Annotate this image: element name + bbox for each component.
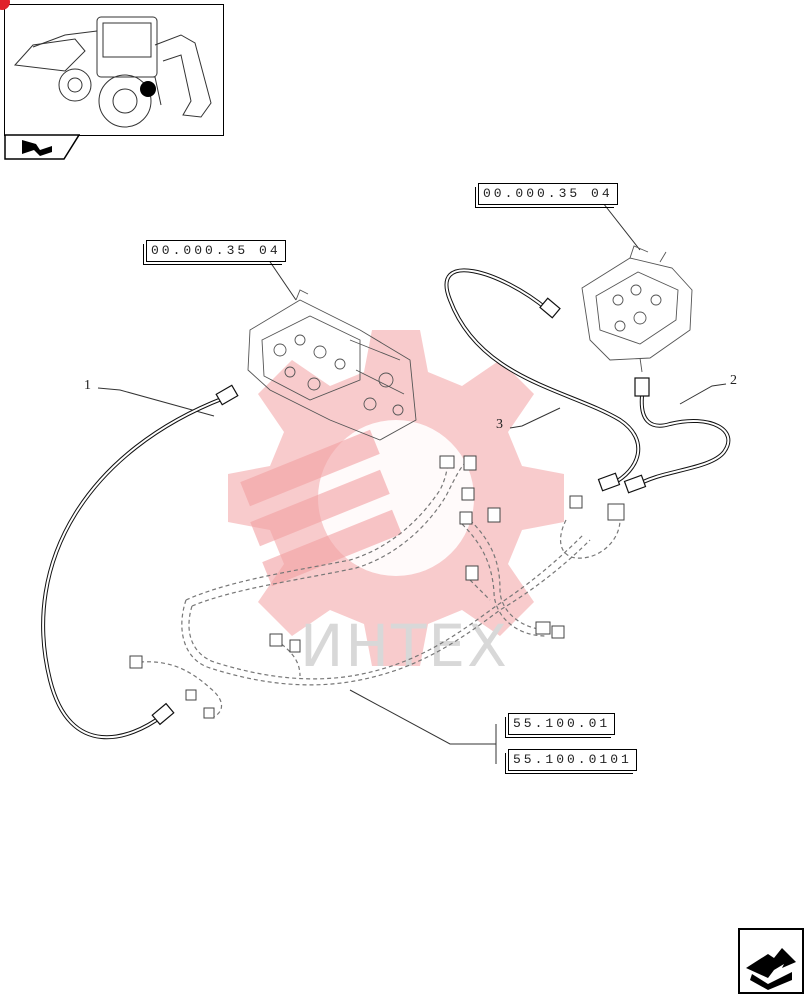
next-page-arrow-icon[interactable] <box>738 928 804 994</box>
valve-block-right <box>581 245 693 373</box>
hose-1-fitting-top <box>215 384 239 406</box>
corner-marker <box>0 0 10 10</box>
book-page-icon[interactable] <box>4 134 80 160</box>
hose-3 <box>444 268 641 486</box>
hose-3-fitting-bottom <box>597 472 621 492</box>
leader-item-2 <box>679 383 727 405</box>
callout-item-3: 3 <box>496 417 503 432</box>
hose-2-fitting-bottom <box>623 474 647 494</box>
ref-box-left[interactable]: 00.000.35 04 <box>143 240 286 265</box>
wiring-harness <box>139 455 621 719</box>
backhoe-loader-icon <box>13 16 212 128</box>
ref-box-bottom-1[interactable]: 55.100.01 <box>504 713 616 738</box>
hose-3-fitting-top <box>539 297 561 319</box>
leader-item-3 <box>509 407 561 429</box>
hose-1-fitting-bottom <box>151 702 175 726</box>
hose-2 <box>634 395 731 488</box>
leader-item-1 <box>97 387 215 417</box>
callout-item-1: 1 <box>84 378 91 393</box>
callout-item-2: 2 <box>730 373 737 388</box>
machine-thumbnail[interactable] <box>4 4 224 136</box>
valve-block-left <box>247 289 417 441</box>
leader-ref-bottom <box>349 689 496 745</box>
ref-box-bottom-2[interactable]: 55.100.0101 <box>505 749 637 774</box>
ref-box-right[interactable]: 00.000.35 04 <box>475 183 618 208</box>
harness-connectors <box>129 455 625 719</box>
hose-1 <box>41 396 225 740</box>
hose-2-fitting-top <box>634 377 650 397</box>
